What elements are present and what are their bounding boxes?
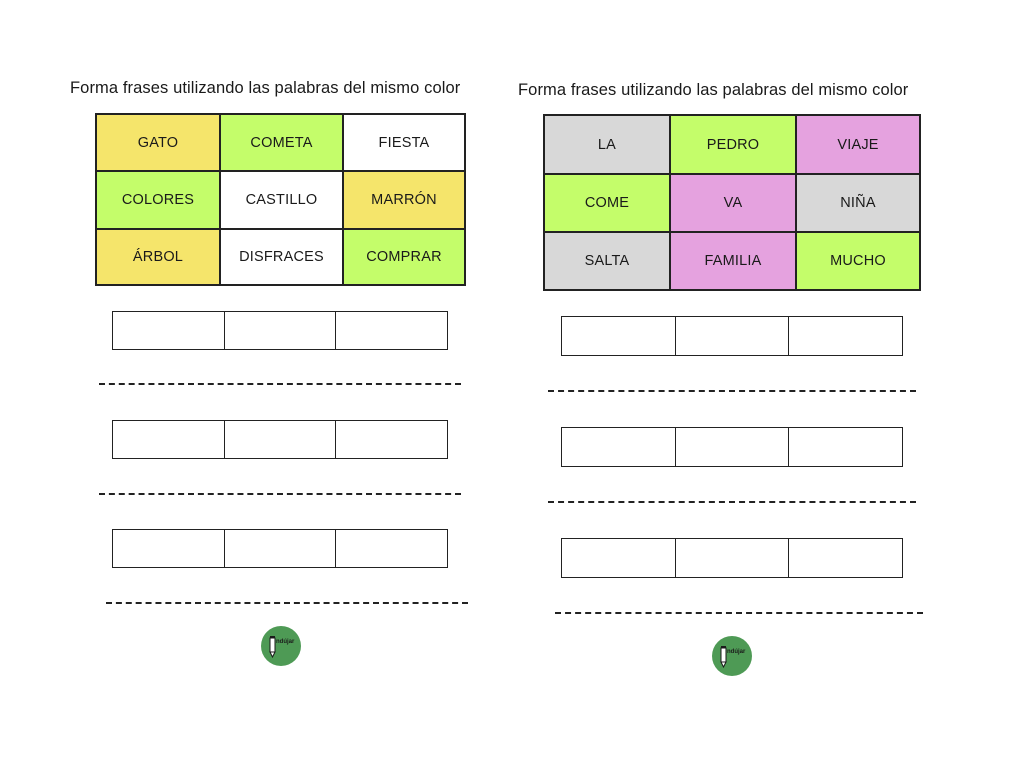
answer-box[interactable] bbox=[225, 312, 337, 349]
writing-line bbox=[99, 383, 461, 385]
word-cell: COMETA bbox=[220, 114, 343, 171]
word-cell: COMPRAR bbox=[343, 229, 465, 285]
answer-box[interactable] bbox=[113, 312, 225, 349]
answer-box[interactable] bbox=[562, 539, 676, 577]
answer-box[interactable] bbox=[562, 428, 676, 466]
word-cell: SALTA bbox=[544, 232, 670, 290]
answer-box[interactable] bbox=[676, 317, 790, 355]
writing-line bbox=[548, 501, 916, 503]
right-answer-row-1[interactable] bbox=[561, 316, 903, 356]
answer-box[interactable] bbox=[789, 428, 902, 466]
left-answer-row-3[interactable] bbox=[112, 529, 448, 568]
answer-box[interactable] bbox=[676, 428, 790, 466]
left-worksheet-title: Forma frases utilizando las palabras del… bbox=[70, 79, 461, 97]
answer-box[interactable] bbox=[562, 317, 676, 355]
answer-box[interactable] bbox=[336, 312, 447, 349]
right-answer-row-2[interactable] bbox=[561, 427, 903, 467]
word-cell: MUCHO bbox=[796, 232, 920, 290]
svg-text:ndújar: ndújar bbox=[727, 649, 746, 655]
word-cell: VIAJE bbox=[796, 115, 920, 174]
writing-line bbox=[99, 493, 461, 495]
answer-box[interactable] bbox=[113, 421, 225, 458]
word-cell: MARRÓN bbox=[343, 171, 465, 229]
word-cell: NIÑA bbox=[796, 174, 920, 232]
word-cell: ÁRBOL bbox=[96, 229, 220, 285]
left-answer-row-1[interactable] bbox=[112, 311, 448, 350]
word-cell: GATO bbox=[96, 114, 220, 171]
right-worksheet-title: Forma frases utilizando las palabras del… bbox=[518, 81, 909, 99]
answer-box[interactable] bbox=[676, 539, 790, 577]
word-cell: DISFRACES bbox=[220, 229, 343, 285]
right-answer-row-3[interactable] bbox=[561, 538, 903, 578]
answer-box[interactable] bbox=[225, 530, 337, 567]
answer-box[interactable] bbox=[113, 530, 225, 567]
answer-box[interactable] bbox=[336, 421, 447, 458]
right-logo: ndújar bbox=[712, 636, 752, 676]
pencil-logo-icon: ndújar bbox=[720, 646, 746, 669]
word-cell: CASTILLO bbox=[220, 171, 343, 229]
writing-line bbox=[555, 612, 923, 614]
writing-line bbox=[548, 390, 916, 392]
answer-box[interactable] bbox=[789, 317, 902, 355]
word-cell: FIESTA bbox=[343, 114, 465, 171]
answer-box[interactable] bbox=[789, 539, 902, 577]
writing-line bbox=[106, 602, 468, 604]
pencil-logo-icon: ndújar bbox=[269, 636, 295, 659]
word-cell: COLORES bbox=[96, 171, 220, 229]
word-cell: LA bbox=[544, 115, 670, 174]
word-cell: FAMILIA bbox=[670, 232, 796, 290]
right-word-grid: LA PEDRO VIAJE COME VA NIÑA SALTA FAMILI… bbox=[543, 114, 921, 291]
answer-box[interactable] bbox=[225, 421, 337, 458]
word-cell: VA bbox=[670, 174, 796, 232]
word-cell: COME bbox=[544, 174, 670, 232]
left-logo: ndújar bbox=[261, 626, 301, 666]
left-word-grid: GATO COMETA FIESTA COLORES CASTILLO MARR… bbox=[95, 113, 466, 286]
answer-box[interactable] bbox=[336, 530, 447, 567]
left-answer-row-2[interactable] bbox=[112, 420, 448, 459]
word-cell: PEDRO bbox=[670, 115, 796, 174]
svg-text:ndújar: ndújar bbox=[276, 639, 295, 645]
